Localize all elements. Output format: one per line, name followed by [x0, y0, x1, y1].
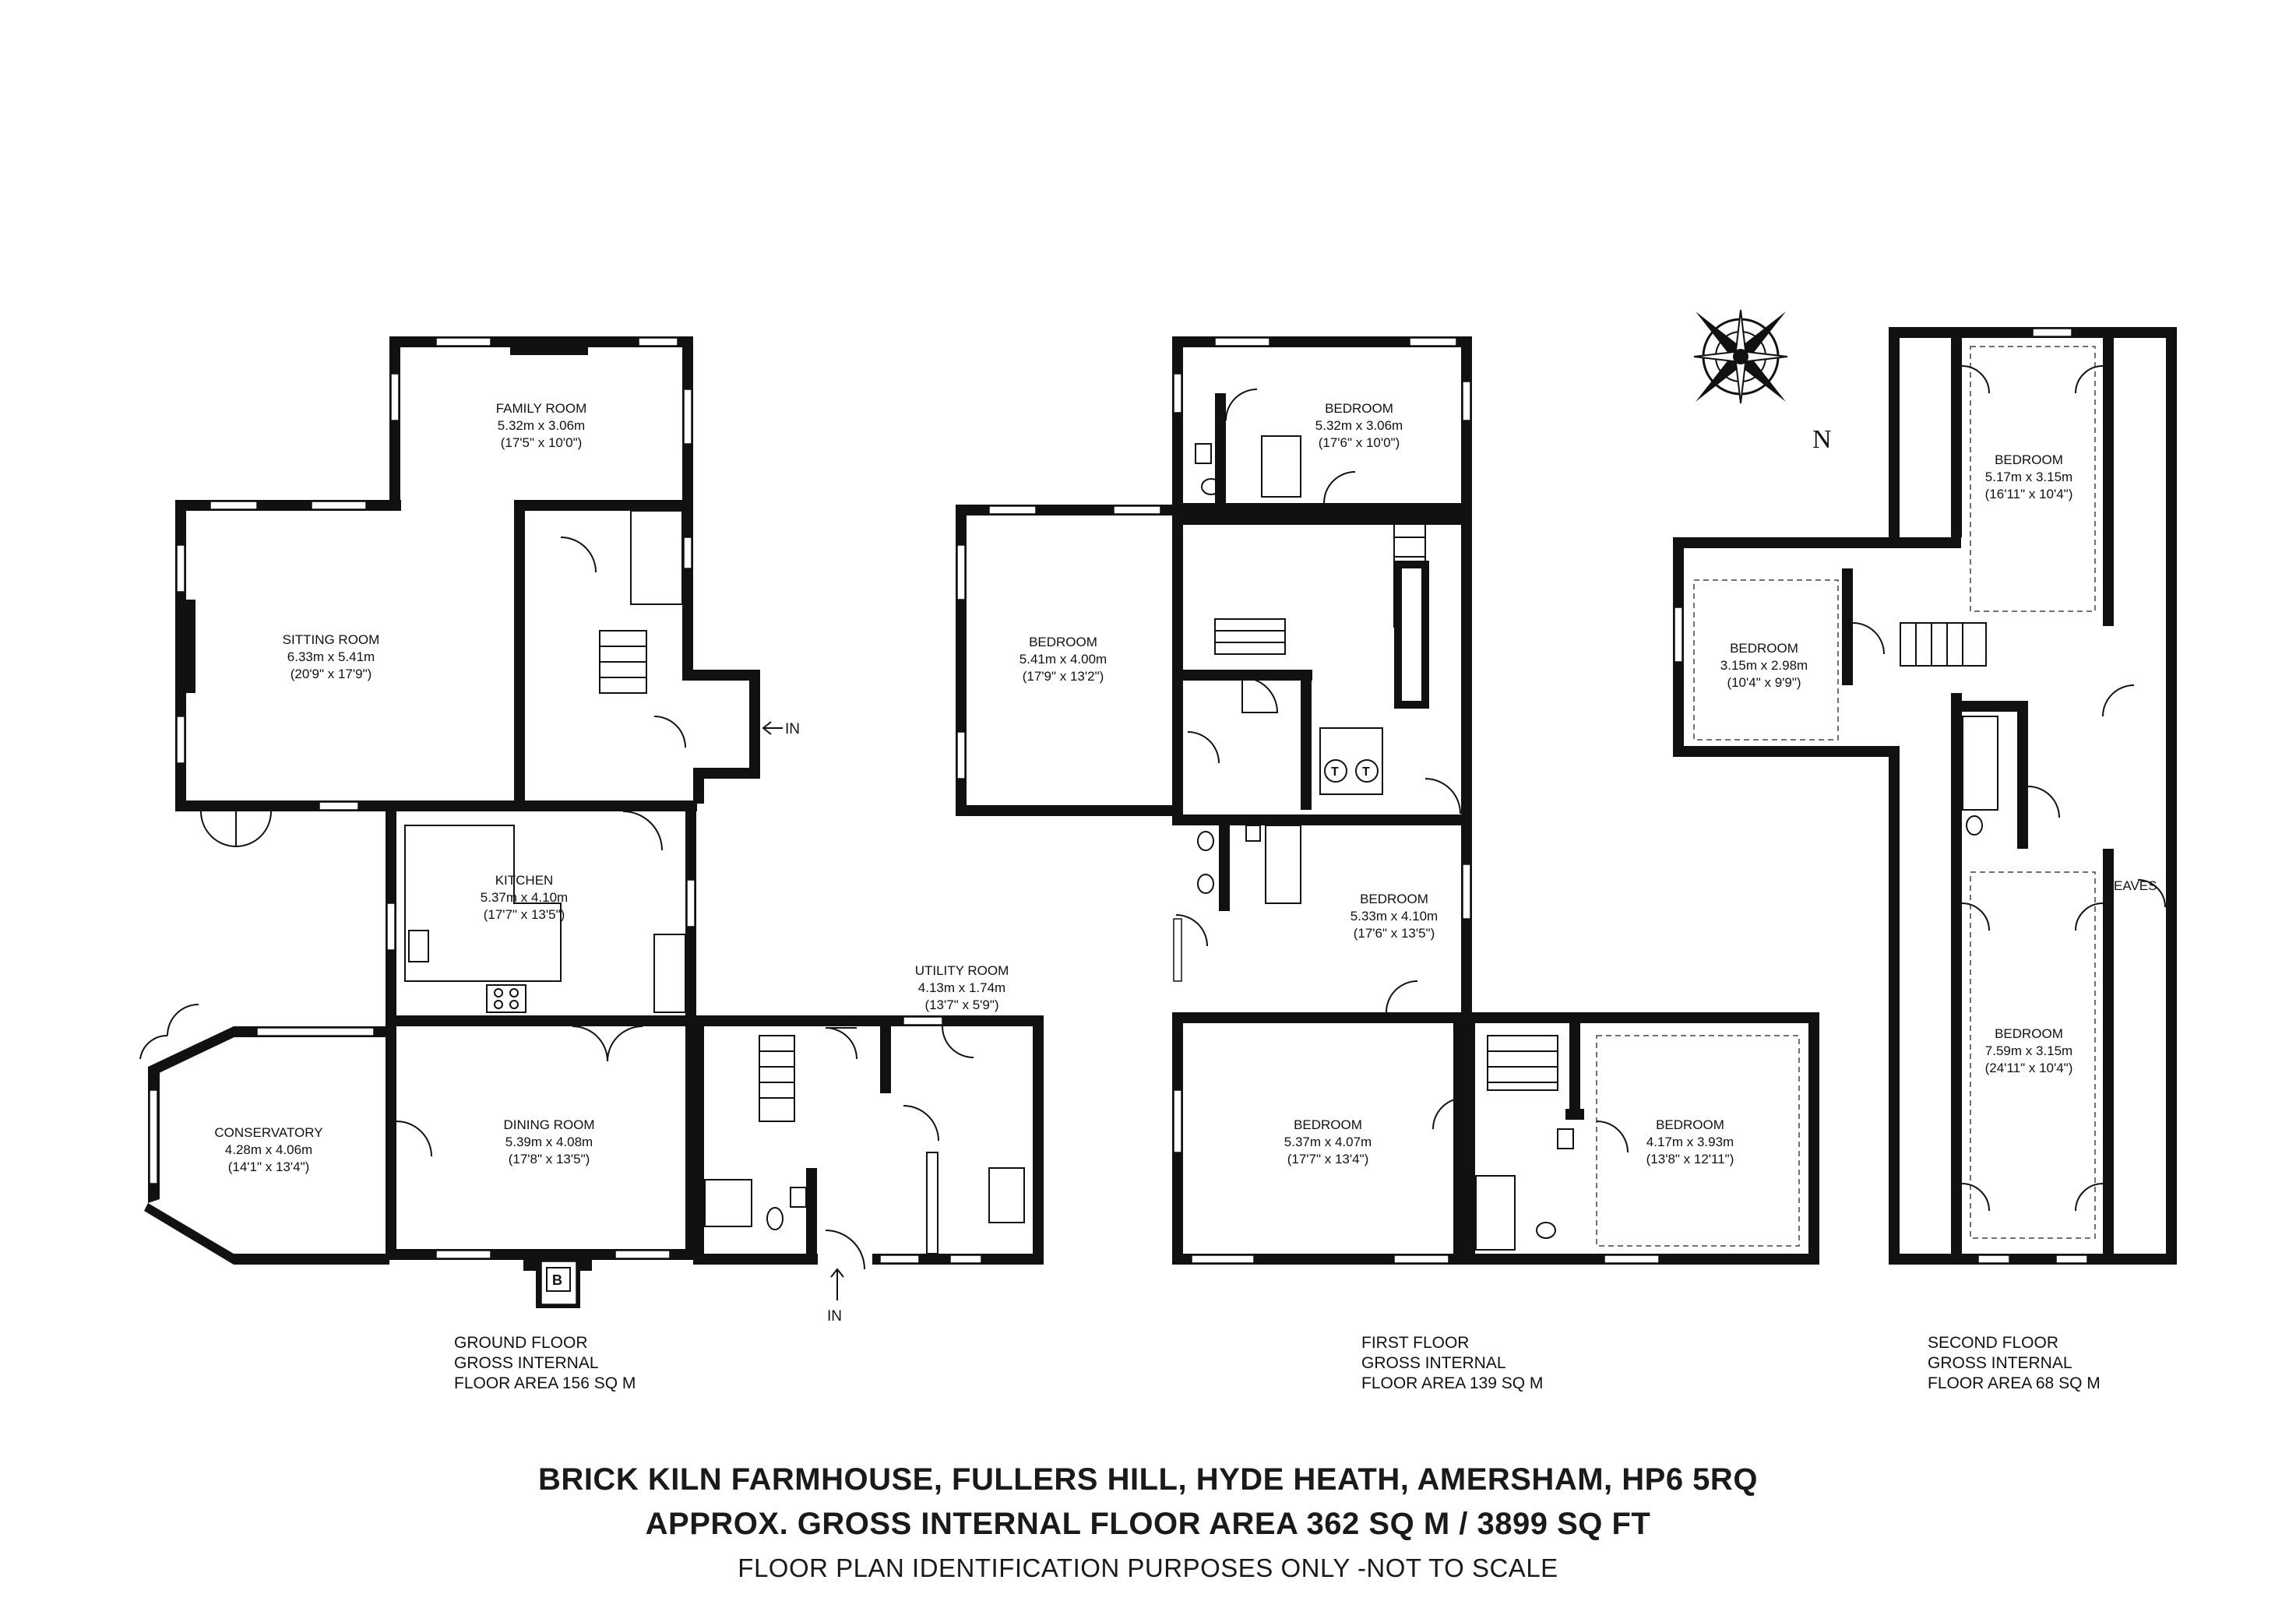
room-ff-bed4-name: BEDROOM — [1294, 1117, 1362, 1132]
eaves-label: EAVES — [2114, 878, 2157, 893]
entrance-arrow-front — [762, 721, 783, 735]
room-ff-bed1-name: BEDROOM — [1325, 401, 1393, 416]
ground-floor-title: GROUND FLOOR — [454, 1334, 588, 1352]
room-utility-imperial: (13'7" x 5'9") — [924, 997, 998, 1012]
second-floor-gross: GROSS INTERNAL — [1928, 1354, 2072, 1372]
room-kitchen-imperial: (17'7" x 13'5") — [484, 907, 565, 922]
disclaimer: FLOOR PLAN IDENTIFICATION PURPOSES ONLY … — [738, 1553, 1558, 1582]
room-ff-bed5-imperial: (13'8" x 12'11") — [1646, 1152, 1734, 1166]
compass-rose — [1693, 309, 1788, 404]
second-floor-note: SECOND FLOOR GROSS INTERNAL FLOOR AREA 6… — [1928, 1333, 2101, 1394]
room-family-name: FAMILY ROOM — [496, 401, 587, 416]
room-utility-name: UTILITY ROOM — [915, 963, 1009, 978]
marker-labels: N IN IN B T T EAVES — [552, 425, 2157, 1325]
boiler-label: B — [552, 1272, 562, 1288]
room-sf-bed1-name: BEDROOM — [1995, 452, 2063, 467]
room-ff-bed2-name: BEDROOM — [1029, 635, 1097, 649]
first-floor-area: FLOOR AREA 139 SQ M — [1361, 1374, 1544, 1392]
second-floor-title: SECOND FLOOR — [1928, 1334, 2059, 1352]
property-address: BRICK KILN FARMHOUSE, FULLERS HILL, HYDE… — [538, 1462, 1758, 1497]
room-dining-metric: 5.39m x 4.08m — [505, 1135, 593, 1149]
room-ff-bed2-imperial: (17'9" x 13'2") — [1023, 669, 1104, 684]
room-ff-bed1-metric: 5.32m x 3.06m — [1315, 418, 1403, 433]
room-dining-name: DINING ROOM — [503, 1117, 594, 1132]
ground-floor-area: FLOOR AREA 156 SQ M — [454, 1374, 636, 1392]
room-sf-bed3-imperial: (24'11" x 10'4") — [1985, 1061, 2073, 1075]
room-dining-imperial: (17'8" x 13'5") — [509, 1152, 590, 1166]
room-ff-bed2-metric: 5.41m x 4.00m — [1019, 652, 1107, 667]
entrance-label-front: IN — [785, 721, 800, 737]
ground-floor-note: GROUND FLOOR GROSS INTERNAL FLOOR AREA 1… — [454, 1333, 636, 1394]
room-ff-bed5-name: BEDROOM — [1656, 1117, 1724, 1132]
room-sf-bed2-imperial: (10'4" x 9'9") — [1727, 675, 1801, 690]
second-floor-plan — [1673, 327, 2177, 1265]
room-sf-bed3-metric: 7.59m x 3.15m — [1985, 1043, 2072, 1058]
room-kitchen-name: KITCHEN — [495, 873, 554, 888]
room-ff-bed1-imperial: (17'6" x 10'0") — [1319, 435, 1400, 450]
room-sitting-name: SITTING ROOM — [283, 632, 380, 647]
room-family-imperial: (17'5" x 10'0") — [501, 435, 583, 450]
room-sf-bed1-imperial: (16'11" x 10'4") — [1985, 487, 2073, 501]
room-ff-bed4-imperial: (17'7" x 13'4") — [1287, 1152, 1369, 1166]
room-sf-bed2-name: BEDROOM — [1730, 641, 1798, 656]
room-family-metric: 5.32m x 3.06m — [498, 418, 585, 433]
compass-north-label: N — [1812, 425, 1832, 454]
total-floor-area: APPROX. GROSS INTERNAL FLOOR AREA 362 SQ… — [645, 1507, 1651, 1541]
ground-floor-gross: GROSS INTERNAL — [454, 1354, 599, 1372]
first-floor-title: FIRST FLOOR — [1361, 1334, 1470, 1352]
room-ff-bed3-metric: 5.33m x 4.10m — [1350, 909, 1438, 924]
tank-label-2: T — [1362, 765, 1370, 779]
first-floor-room-labels: BEDROOM 5.32m x 3.06m (17'6" x 10'0") BE… — [1019, 401, 1734, 1166]
room-conservatory-metric: 4.28m x 4.06m — [225, 1142, 312, 1157]
tank-label-1: T — [1331, 765, 1339, 779]
second-floor-room-labels: BEDROOM 5.17m x 3.15m (16'11" x 10'4") B… — [1720, 452, 2073, 1075]
room-utility-metric: 4.13m x 1.74m — [918, 980, 1005, 995]
room-conservatory-imperial: (14'1" x 13'4") — [228, 1159, 310, 1174]
ground-floor-plan — [139, 336, 1044, 1308]
room-ff-bed4-metric: 5.37m x 4.07m — [1284, 1135, 1372, 1149]
room-kitchen-metric: 5.37m x 4.10m — [481, 890, 568, 905]
room-ff-bed5-metric: 4.17m x 3.93m — [1646, 1135, 1734, 1149]
room-sf-bed1-metric: 5.17m x 3.15m — [1985, 470, 2072, 484]
entrance-label-rear: IN — [827, 1308, 842, 1325]
room-ff-bed3-name: BEDROOM — [1360, 892, 1428, 906]
first-floor-plan — [956, 336, 1819, 1265]
room-sf-bed2-metric: 3.15m x 2.98m — [1720, 658, 1808, 673]
room-sitting-imperial: (20'9" x 17'9") — [291, 667, 372, 681]
room-sf-bed3-name: BEDROOM — [1995, 1026, 2063, 1041]
room-ff-bed3-imperial: (17'6" x 13'5") — [1354, 926, 1435, 941]
second-floor-area: FLOOR AREA 68 SQ M — [1928, 1374, 2101, 1392]
room-sitting-metric: 6.33m x 5.41m — [287, 649, 375, 664]
first-floor-gross: GROSS INTERNAL — [1361, 1354, 1506, 1372]
ground-floor-room-labels: FAMILY ROOM 5.32m x 3.06m (17'5" x 10'0"… — [214, 401, 1009, 1174]
room-conservatory-name: CONSERVATORY — [214, 1125, 322, 1140]
first-floor-note: FIRST FLOOR GROSS INTERNAL FLOOR AREA 13… — [1361, 1333, 1543, 1394]
